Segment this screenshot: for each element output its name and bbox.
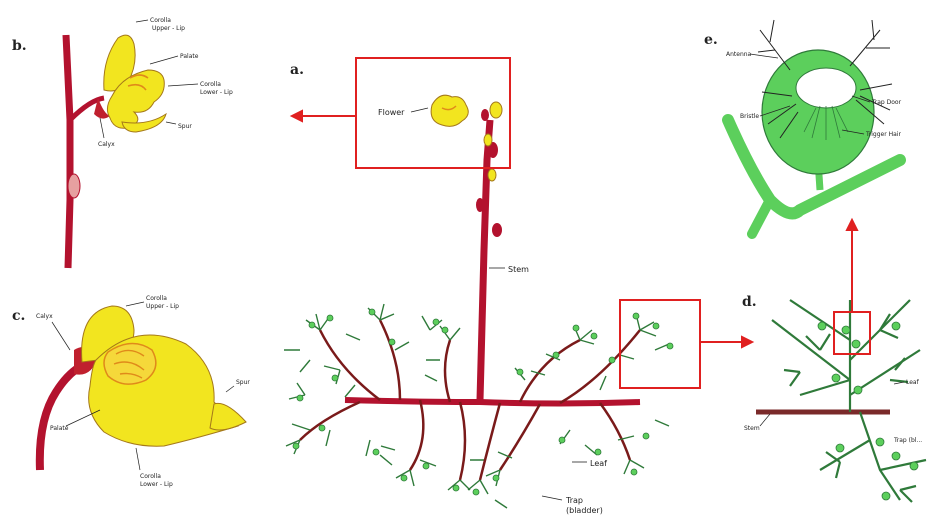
c-label-calyx: Calyx xyxy=(36,313,53,320)
panel-e-letter: e. xyxy=(704,32,718,48)
label-flower: Flower xyxy=(378,108,405,117)
b-stem xyxy=(66,35,70,268)
b-pointer-upper xyxy=(136,20,148,22)
d-label-trap: Trap (bl... xyxy=(893,437,922,444)
stolon xyxy=(345,400,640,404)
c-pointer-calyx xyxy=(52,322,70,350)
e-pointer-antenna xyxy=(750,54,778,58)
b-label-palate: Palate xyxy=(180,53,199,60)
c-label-corolla-upper-2: Upper - Lip xyxy=(146,303,179,310)
c-pointer-spur xyxy=(226,386,234,392)
c-label-palate: Palate xyxy=(50,425,69,432)
d-pointer-leaf xyxy=(894,382,904,384)
b-bract xyxy=(68,174,80,198)
label-trap-a: Trap xyxy=(565,496,583,505)
pointer-flower xyxy=(411,108,428,112)
e-trap-door xyxy=(796,68,856,108)
c-pointer-upper xyxy=(126,302,144,306)
pointer-trap-a xyxy=(542,496,562,500)
c-stem xyxy=(40,364,86,470)
plant-flower xyxy=(431,95,468,126)
leaf-mass-left-foliage xyxy=(284,304,484,490)
c-spur xyxy=(210,403,246,430)
c-label-corolla-upper-1: Corolla xyxy=(146,295,167,302)
panel-d-letter: d. xyxy=(742,294,757,310)
panel-c-letter: c. xyxy=(12,308,25,324)
plant-stem xyxy=(480,120,490,400)
callout-box-leaf xyxy=(620,300,700,388)
e-leaf-branch xyxy=(752,200,770,234)
b-label-corolla-upper-2: Upper - Lip xyxy=(152,25,185,32)
b-label-calyx: Calyx xyxy=(98,141,115,148)
panel-b-letter: b. xyxy=(12,38,27,54)
b-label-corolla-lower-1: Corolla xyxy=(200,81,221,88)
c-label-corolla-lower-2: Lower - Lip xyxy=(140,481,173,488)
b-label-corolla-lower-2: Lower - Lip xyxy=(200,89,233,96)
c-label-spur: Spur xyxy=(236,379,250,386)
e-label-antenna: Antenna xyxy=(726,51,752,58)
d-pointer-stem xyxy=(760,414,770,426)
b-label-corolla-upper-1: Corolla xyxy=(150,17,171,24)
e-label-trigger-hair: Trigger Hair xyxy=(865,131,901,138)
c-label-corolla-lower-1: Corolla xyxy=(140,473,161,480)
c-palate xyxy=(104,343,156,384)
b-pointer-palate xyxy=(150,56,178,64)
panel-b: b. Corolla Upper - Lip Palate Corolla Lo… xyxy=(12,17,233,268)
d-label-stem: Stem xyxy=(744,425,760,432)
panel-e: e. Antenna Bristle Trap Door Trigger Hai… xyxy=(704,20,902,234)
panel-c: c. Calyx Corolla Upper - Lip Spur Palate… xyxy=(12,295,250,488)
b-pointer-spur xyxy=(166,122,176,124)
b-pointer-lower xyxy=(168,84,198,86)
panel-a: a. xyxy=(284,58,700,515)
b-label-spur: Spur xyxy=(178,123,192,130)
c-pointer-lower xyxy=(136,448,140,470)
label-stem: Stem xyxy=(508,265,529,274)
e-label-bristle: Bristle xyxy=(740,113,759,120)
d-label-leaf: Leaf xyxy=(906,379,920,386)
panel-a-letter: a. xyxy=(290,62,304,78)
label-leaf-a: Leaf xyxy=(590,459,607,468)
e-label-trap-door: Trap Door xyxy=(871,99,902,106)
label-trap-sub-a: (bladder) xyxy=(566,506,603,515)
panel-d: d. Leaf Stem Trap (bl... xyxy=(742,294,926,502)
b-pointer-calyx xyxy=(100,118,104,138)
